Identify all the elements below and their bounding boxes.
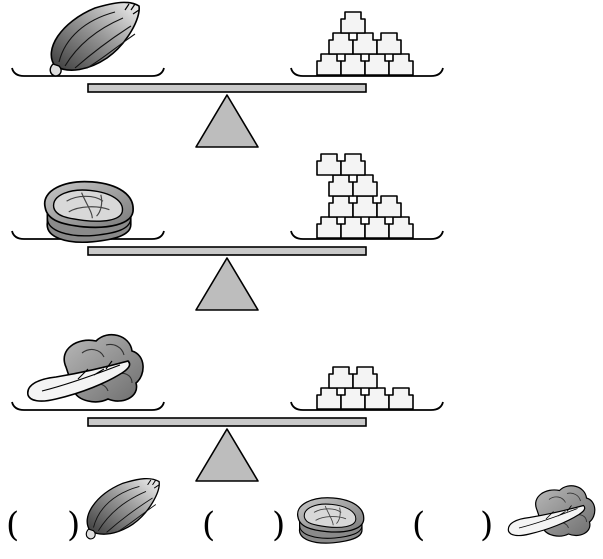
weight-block <box>316 216 342 239</box>
weight-block <box>352 174 378 197</box>
weight-block <box>364 387 390 410</box>
weight-block <box>364 53 390 76</box>
weight-block <box>340 216 366 239</box>
answer-3-bok-choy-icon <box>507 485 596 537</box>
weight-block <box>328 174 354 197</box>
weight-block <box>328 195 354 218</box>
fulcrum <box>195 428 259 482</box>
weight-block <box>376 195 402 218</box>
bok-choy-icon <box>26 333 144 403</box>
right-pan <box>290 67 444 77</box>
right-pan <box>290 230 444 240</box>
answer-3-close-paren: ) <box>480 505 494 545</box>
answer-1-close-paren: ) <box>67 505 81 545</box>
weight-block <box>316 53 342 76</box>
weight-block <box>364 216 390 239</box>
weight-block <box>352 366 378 389</box>
balance-beam <box>87 246 367 256</box>
weight-block <box>340 53 366 76</box>
weight-block <box>340 153 366 176</box>
answer-1-bamboo-shoot-icon <box>85 477 160 540</box>
answer-1-open-paren: ( <box>6 505 20 545</box>
weight-block <box>376 32 402 55</box>
weight-block <box>352 32 378 55</box>
weight-block <box>316 387 342 410</box>
weight-block <box>316 153 342 176</box>
fulcrum <box>195 94 259 148</box>
weight-block <box>328 366 354 389</box>
balance-beam <box>87 417 367 427</box>
weight-block <box>388 216 414 239</box>
bamboo-shoot-icon <box>49 1 140 77</box>
weight-block <box>388 53 414 76</box>
balance-scale-3 <box>11 333 444 482</box>
answer-2-close-paren: ) <box>272 505 286 545</box>
left-pan <box>11 67 165 77</box>
answer-2-open-paren: ( <box>202 505 216 545</box>
balance-scale-1 <box>11 1 444 148</box>
weight-block <box>352 195 378 218</box>
weight-block <box>388 387 414 410</box>
weight-block <box>340 387 366 410</box>
left-pan <box>11 401 165 411</box>
right-pan <box>290 401 444 411</box>
answer-3-open-paren: ( <box>412 505 426 545</box>
meat-steak-icon <box>43 180 134 244</box>
balance-beam <box>87 83 367 93</box>
answer-2-meat-steak-icon <box>296 497 365 544</box>
weight-block <box>328 32 354 55</box>
balance-scale-2 <box>11 153 444 311</box>
fulcrum <box>195 257 259 311</box>
weight-block <box>340 11 366 34</box>
